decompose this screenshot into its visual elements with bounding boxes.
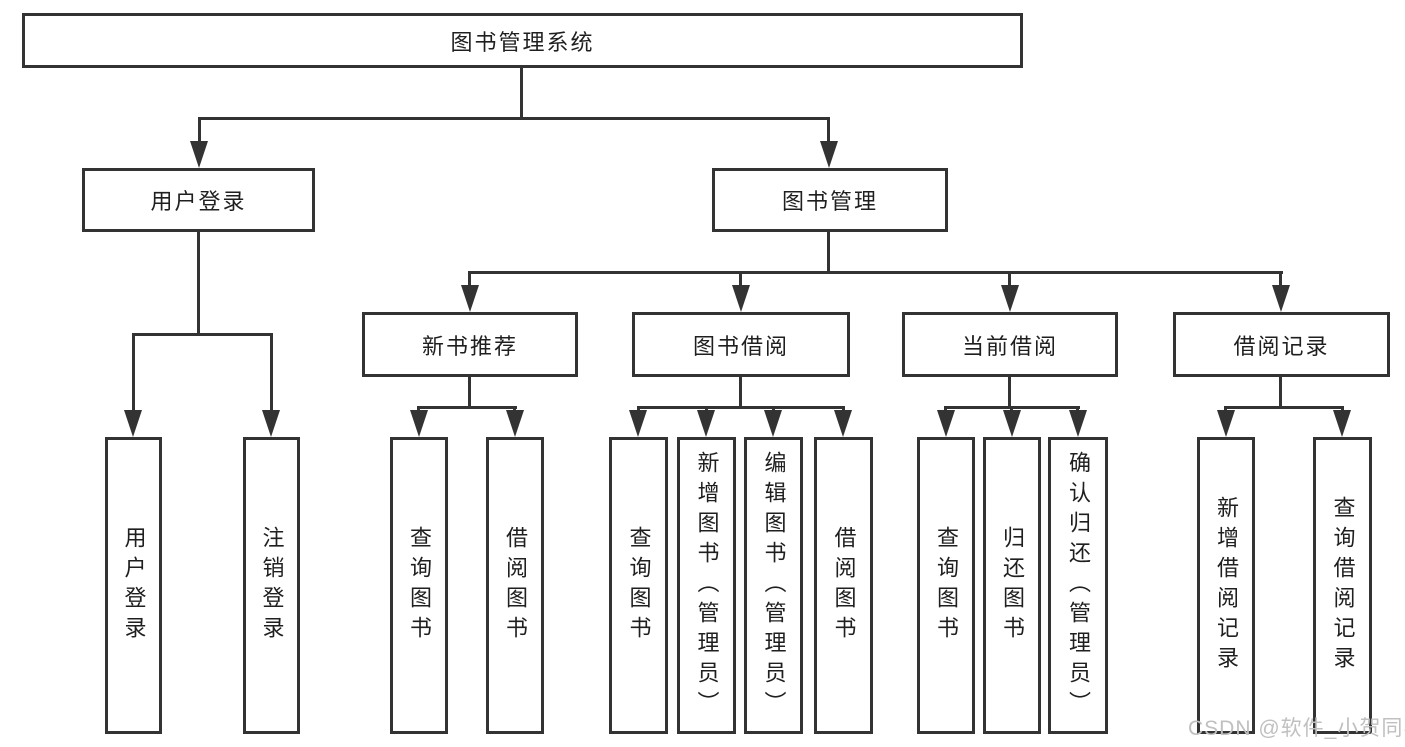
node-label: 当前借阅 bbox=[961, 333, 1058, 359]
leaf-label: 借阅图书 bbox=[831, 525, 857, 646]
leaf-add-borrow-record: 新增借阅记录 bbox=[1197, 437, 1255, 734]
connector-vline bbox=[1008, 271, 1011, 287]
leaf-label: 新增图书（管理员） bbox=[694, 450, 720, 721]
node-label: 新书推荐 bbox=[421, 333, 518, 359]
leaf-borrow-book-recommend: 借阅图书 bbox=[486, 437, 544, 734]
connector-vline bbox=[198, 117, 201, 143]
leaf-label: 查询借阅记录 bbox=[1330, 495, 1356, 676]
leaf-borrow-book-borrowing: 借阅图书 bbox=[814, 437, 873, 734]
leaf-edit-book-admin: 编辑图书（管理员） bbox=[744, 437, 803, 734]
connector-vline bbox=[132, 333, 135, 412]
leaf-return-book: 归还图书 bbox=[983, 437, 1041, 734]
arrow-down-icon bbox=[1069, 410, 1087, 437]
arrow-down-icon bbox=[834, 410, 852, 437]
arrow-down-icon bbox=[262, 410, 280, 437]
arrow-down-icon bbox=[629, 410, 647, 437]
connector-vline bbox=[1279, 271, 1282, 287]
connector-vline bbox=[1279, 377, 1282, 408]
leaf-label: 新增借阅记录 bbox=[1214, 495, 1239, 676]
connector-hline bbox=[132, 333, 273, 336]
connector-vline bbox=[520, 68, 523, 118]
leaf-label: 借阅图书 bbox=[503, 525, 528, 646]
arrow-down-icon bbox=[1272, 285, 1290, 312]
connector-vline bbox=[739, 271, 742, 287]
arrow-down-icon bbox=[506, 410, 524, 437]
node-book-management: 图书管理 bbox=[712, 168, 948, 232]
connector-vline bbox=[197, 232, 200, 335]
leaf-user-login: 用户登录 bbox=[105, 437, 162, 734]
connector-vline bbox=[827, 117, 830, 143]
leaf-query-borrow-record: 查询借阅记录 bbox=[1313, 437, 1372, 734]
arrow-down-icon bbox=[937, 410, 955, 437]
node-label: 图书借阅 bbox=[692, 333, 789, 359]
connector-hline bbox=[198, 117, 830, 120]
leaf-logout: 注销登录 bbox=[243, 437, 300, 734]
arrow-down-icon bbox=[732, 285, 750, 312]
node-label: 借阅记录 bbox=[1233, 333, 1330, 359]
node-label: 用户登录 bbox=[150, 189, 247, 214]
leaf-confirm-return-admin: 确认归还（管理员） bbox=[1048, 437, 1108, 734]
csdn-watermark: CSDN @软件_小贺同学 bbox=[1188, 717, 1405, 740]
leaf-label: 查询图书 bbox=[934, 525, 959, 646]
arrow-down-icon bbox=[697, 410, 715, 437]
connector-vline bbox=[827, 232, 830, 274]
node-new-book-recommend: 新书推荐 bbox=[362, 312, 578, 377]
arrow-down-icon bbox=[1001, 285, 1019, 312]
connector-vline bbox=[1008, 377, 1011, 408]
arrow-down-icon bbox=[124, 410, 142, 437]
connector-vline bbox=[468, 271, 471, 287]
leaf-query-book-borrowing: 查询图书 bbox=[609, 437, 668, 734]
arrow-down-icon bbox=[190, 141, 208, 168]
connector-hline bbox=[637, 406, 845, 409]
connector-hline bbox=[418, 406, 517, 409]
leaf-label: 归还图书 bbox=[1000, 525, 1025, 646]
arrow-down-icon bbox=[461, 285, 479, 312]
leaf-label: 确认归还（管理员） bbox=[1066, 450, 1091, 721]
leaf-query-book-current: 查询图书 bbox=[917, 437, 975, 734]
leaf-label: 编辑图书（管理员） bbox=[761, 450, 787, 721]
connector-vline bbox=[468, 377, 471, 408]
node-current-borrowing: 当前借阅 bbox=[902, 312, 1118, 377]
connector-hline bbox=[1224, 406, 1344, 409]
leaf-query-book-recommend: 查询图书 bbox=[390, 437, 448, 734]
connector-vline bbox=[270, 333, 273, 412]
connector-hline bbox=[469, 271, 1283, 274]
node-label: 图书管理 bbox=[781, 189, 878, 214]
node-book-borrowing: 图书借阅 bbox=[632, 312, 850, 377]
arrow-down-icon bbox=[820, 141, 838, 168]
arrow-down-icon bbox=[410, 410, 428, 437]
arrow-down-icon bbox=[1003, 410, 1021, 437]
connector-vline bbox=[739, 377, 742, 408]
arrow-down-icon bbox=[764, 410, 782, 437]
leaf-label: 注销登录 bbox=[259, 525, 285, 646]
arrow-down-icon bbox=[1217, 410, 1235, 437]
node-user-login: 用户登录 bbox=[82, 168, 315, 232]
leaf-label: 查询图书 bbox=[407, 525, 432, 646]
leaf-label: 用户登录 bbox=[121, 525, 147, 646]
leaf-add-book-admin: 新增图书（管理员） bbox=[677, 437, 736, 734]
arrow-down-icon bbox=[1333, 410, 1351, 437]
node-borrow-records: 借阅记录 bbox=[1173, 312, 1390, 377]
leaf-label: 查询图书 bbox=[626, 525, 652, 646]
node-label: 图书管理系统 bbox=[450, 29, 595, 55]
node-library-management-system: 图书管理系统 bbox=[22, 13, 1023, 68]
